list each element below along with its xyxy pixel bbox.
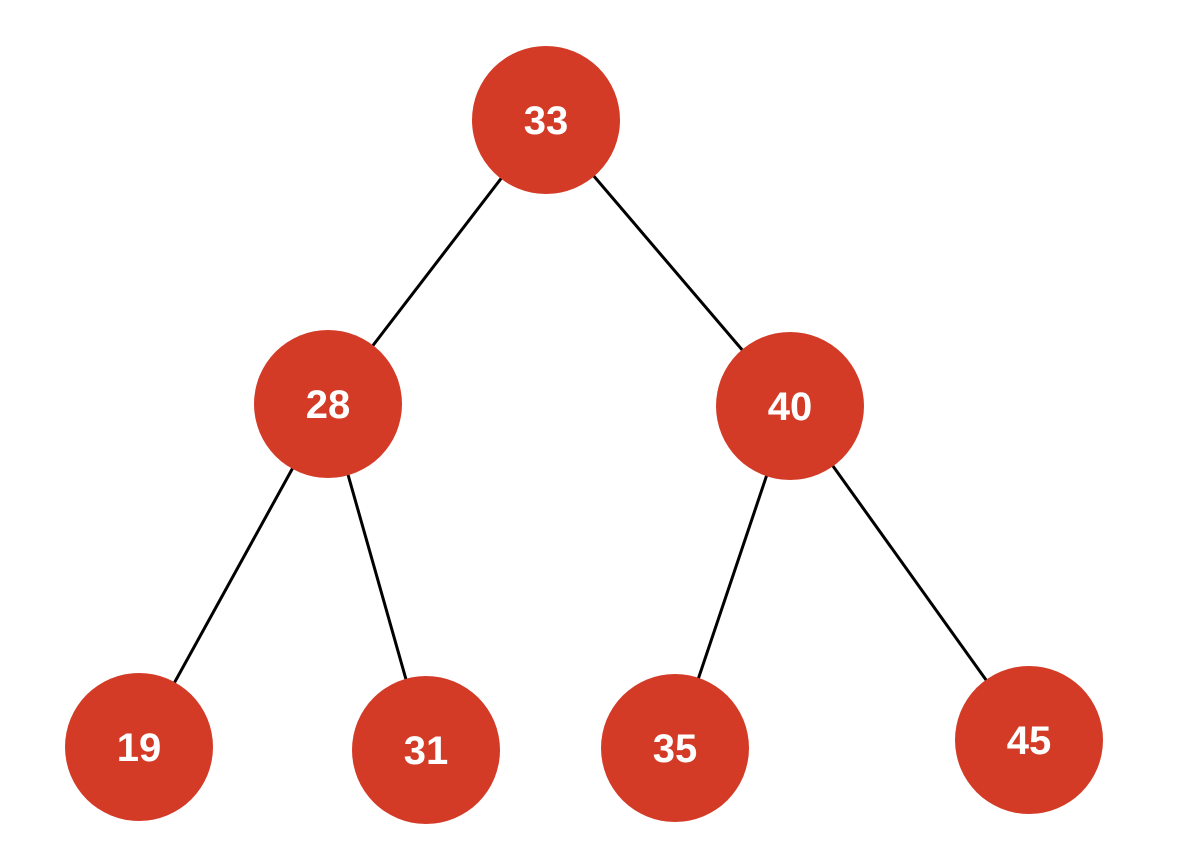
tree-node-label: 45 [1007, 719, 1052, 763]
tree-node-33: 33 [472, 46, 620, 194]
tree-node-label: 28 [306, 383, 351, 427]
tree-node-circle [472, 46, 620, 194]
tree-node-circle [955, 666, 1103, 814]
tree-node-label: 31 [404, 729, 449, 773]
tree-node-label: 19 [117, 726, 162, 770]
tree-node-label: 40 [768, 385, 813, 429]
tree-node-28: 28 [254, 330, 402, 478]
tree-node-45: 45 [955, 666, 1103, 814]
tree-node-circle [254, 330, 402, 478]
tree-node-circle [716, 332, 864, 480]
tree-node-31: 31 [352, 676, 500, 824]
tree-node-circle [601, 674, 749, 822]
tree-node-35: 35 [601, 674, 749, 822]
tree-node-40: 40 [716, 332, 864, 480]
tree-node-19: 19 [65, 673, 213, 821]
tree-node-circle [352, 676, 500, 824]
tree-node-label: 33 [524, 99, 569, 143]
tree-node-label: 35 [653, 727, 698, 771]
tree-node-circle [65, 673, 213, 821]
